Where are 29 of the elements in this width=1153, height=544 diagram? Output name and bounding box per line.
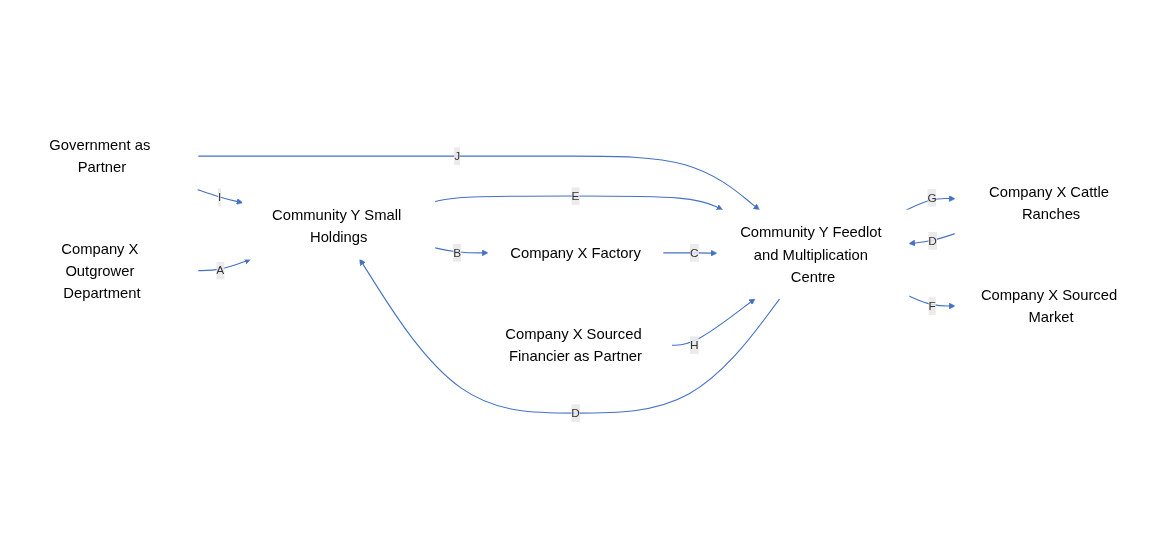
arrow <box>908 232 956 246</box>
edge-label: C <box>689 245 699 259</box>
node-text: Community Y Small Holdings <box>272 206 402 245</box>
edge-label: I <box>217 190 222 203</box>
arrow <box>434 195 724 210</box>
arrow <box>197 155 760 210</box>
node-text: Company X Sourced Financier as Partner <box>505 325 642 364</box>
edge-label: J <box>454 149 461 162</box>
arrow <box>662 249 718 256</box>
arrow <box>196 188 243 205</box>
edge-label: F <box>928 298 936 312</box>
arrow <box>670 297 756 346</box>
arrow <box>908 295 956 309</box>
edge-label: D <box>928 233 937 247</box>
edge-label: E <box>571 188 580 202</box>
arrow <box>905 194 956 211</box>
node-text: Company X Sourced Market <box>980 286 1118 325</box>
edge-label: D <box>571 406 580 419</box>
edge-label: B <box>453 245 462 259</box>
node-text: Government as Partner <box>49 136 151 175</box>
arrow <box>197 257 251 271</box>
node-text: Company X Cattle Ranches <box>989 183 1109 222</box>
node-text: Company X Outgrower Department <box>61 239 141 301</box>
edge-label: A <box>216 263 225 277</box>
edge-label: H <box>689 338 699 351</box>
arrow <box>359 258 781 414</box>
node-text: Company X Factory <box>510 244 641 261</box>
node-text: Community Y Feedlot and Multiplication Centre <box>740 223 882 285</box>
edge-label: G <box>927 190 937 204</box>
